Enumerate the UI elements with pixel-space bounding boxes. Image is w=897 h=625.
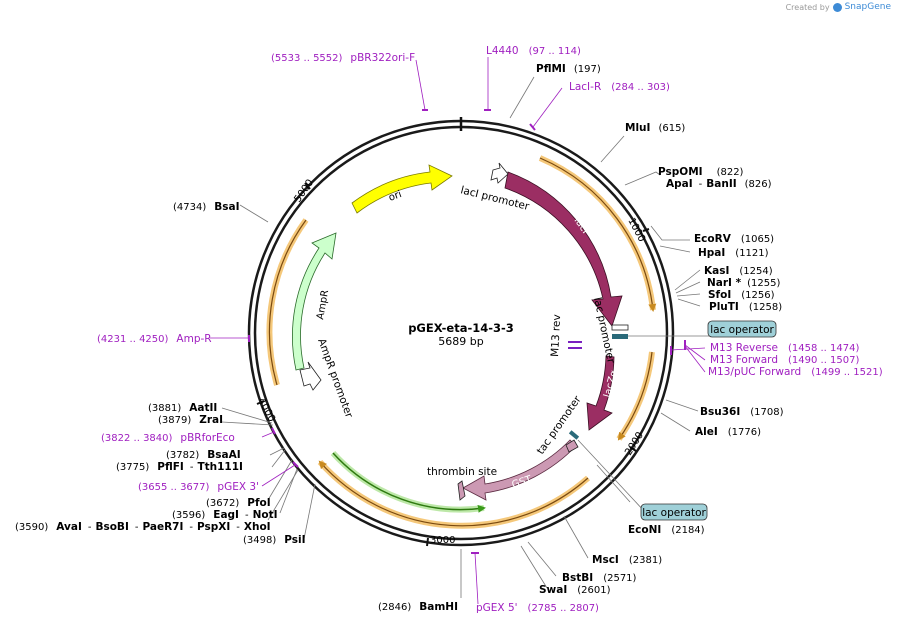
label-thrombin-site: thrombin site — [427, 466, 497, 478]
label-AmpR-promoter: AmpR promoter — [315, 337, 355, 420]
primer-leader-lines — [210, 57, 706, 605]
svg-text:lac operator: lac operator — [642, 507, 706, 519]
enzyme-AatII[interactable]: (3881)AatII — [148, 402, 217, 414]
label-M13-rev: M13 rev — [549, 314, 563, 357]
operator-box-2[interactable]: lac operator — [640, 503, 708, 521]
primer-pBR322ori-F[interactable]: (5533 .. 5552)pBR322ori-F — [271, 52, 415, 64]
snapgene-credit: Created by SnapGene — [786, 2, 891, 12]
feature-AmpR[interactable] — [292, 232, 337, 371]
snapgene-logo-icon — [832, 2, 842, 12]
primer-pGEX-3[interactable]: (3655 .. 3677)pGEX 3' — [138, 481, 259, 493]
enzyme-SfoI[interactable]: SfoI(1256) — [708, 289, 775, 301]
primer-LacI-R[interactable]: LacI-R(284 .. 303) — [569, 81, 670, 93]
plasmid-name: pGEX-eta-14-3-3 — [408, 321, 514, 335]
enzyme-BsaI[interactable]: (4734)BsaI — [173, 201, 240, 213]
enzyme-ZraI[interactable]: (3879)ZraI — [158, 414, 223, 426]
primer-pBRforEco[interactable]: (3822 .. 3840)pBRforEco — [101, 432, 235, 444]
operator-box-1[interactable]: lac operator — [707, 320, 777, 338]
primer-M13-Forward[interactable]: M13 Forward(1490 .. 1507) — [710, 354, 859, 366]
enzyme-PspOMI[interactable]: PspOMI(822) — [658, 166, 744, 178]
credit-brand: SnapGene — [844, 2, 891, 12]
primer-M13-Reverse[interactable]: M13 Reverse(1458 .. 1474) — [710, 342, 859, 354]
enzyme-HpaI[interactable]: HpaI(1121) — [698, 247, 769, 259]
enzyme-EcoNI[interactable]: EcoNI(2184) — [628, 524, 705, 536]
enzyme-BamHI[interactable]: (2846)BamHI — [378, 601, 458, 613]
enzyme-NarI[interactable]: NarI *(1255) — [707, 277, 780, 289]
primer-M13-pUC-Forward[interactable]: M13/pUC Forward(1499 .. 1521) — [708, 366, 883, 378]
enzyme-MscI[interactable]: MscI(2381) — [592, 554, 662, 566]
enzyme-PflFI-Tth111I[interactable]: (3775)PflFI-Tth111I — [116, 461, 243, 473]
green-orf-arrow — [330, 450, 486, 513]
promoter-arrows — [299, 162, 579, 501]
enzyme-leader-lines — [221, 76, 701, 598]
svg-text:lac operator: lac operator — [710, 324, 774, 336]
feature-GST[interactable] — [462, 439, 577, 501]
enzyme-BstBI[interactable]: BstBI(2571) — [562, 572, 637, 584]
enzyme-EagI-NotI[interactable]: (3596)EagI-NotI — [172, 509, 278, 521]
operator-blocks — [568, 324, 629, 440]
tick-label-4000: 4000 — [255, 396, 277, 424]
enzyme-ApaI-BanII[interactable]: ApaI-BanII(826) — [666, 178, 772, 190]
enzyme-PluTI[interactable]: PluTI(1258) — [709, 301, 782, 313]
scale-ticks — [256, 182, 650, 547]
orf-arcs — [266, 155, 657, 529]
feature-lacZa[interactable] — [586, 355, 615, 431]
feature-label-AmpR: AmpR — [315, 289, 331, 320]
primer-pGEX-5[interactable]: pGEX 5'(2785 .. 2807) — [476, 602, 599, 614]
operator-leader-lines — [577, 335, 710, 513]
enzyme-PflMI[interactable]: PflMI(197) — [536, 63, 601, 75]
tick-label-3000: 3000 — [430, 535, 455, 546]
feature-label-ori: ori — [387, 189, 403, 204]
enzyme-BsaAI[interactable]: (3782)BsaAI — [166, 449, 241, 461]
enzyme-MluI[interactable]: MluI(615) — [625, 122, 685, 134]
feature-ori[interactable] — [351, 164, 453, 214]
enzyme-EcoRV[interactable]: EcoRV(1065) — [694, 233, 774, 245]
plasmid-size: 5689 bp — [438, 335, 483, 348]
credit-prefix: Created by — [785, 2, 830, 12]
enzyme-Bsu36I[interactable]: Bsu36I(1708) — [700, 406, 784, 418]
enzyme-PfoI[interactable]: (3672)PfoI — [206, 497, 271, 509]
enzyme-SwaI[interactable]: SwaI(2601) — [539, 584, 611, 596]
enzyme-AvaI-group[interactable]: (3590)AvaI-BsoBI-PaeR7I-PspXI-XhoI — [15, 521, 271, 533]
enzyme-PsiI[interactable]: (3498)PsiI — [243, 534, 306, 546]
enzyme-KasI[interactable]: KasI(1254) — [704, 265, 773, 277]
primer-Amp-R[interactable]: (4231 .. 4250)Amp-R — [97, 333, 212, 345]
enzyme-AleI[interactable]: AleI(1776) — [695, 426, 761, 438]
primer-L4440[interactable]: L4440(97 .. 114) — [486, 45, 581, 57]
